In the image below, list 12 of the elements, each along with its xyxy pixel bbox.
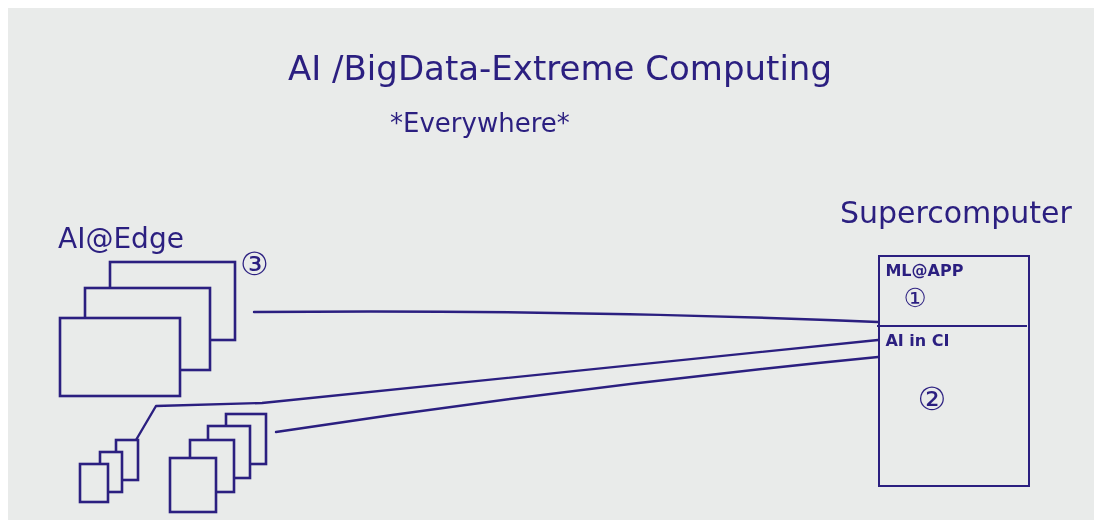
heading: Supercomputer xyxy=(840,195,1072,230)
heading: AI@Edge xyxy=(58,222,184,255)
connector-line xyxy=(134,338,880,442)
connector-line xyxy=(274,355,880,434)
subtitle: *Everywhere* xyxy=(390,108,570,138)
connector-line xyxy=(252,310,880,324)
circled-number: ② xyxy=(917,383,947,416)
circled-number: ① xyxy=(903,285,927,312)
section-label: ML@APP xyxy=(885,261,964,281)
title: AI /BigData-Extreme Computing xyxy=(287,48,833,88)
section-label: AI in CI xyxy=(885,331,950,351)
circled-number: ③ xyxy=(240,248,269,280)
